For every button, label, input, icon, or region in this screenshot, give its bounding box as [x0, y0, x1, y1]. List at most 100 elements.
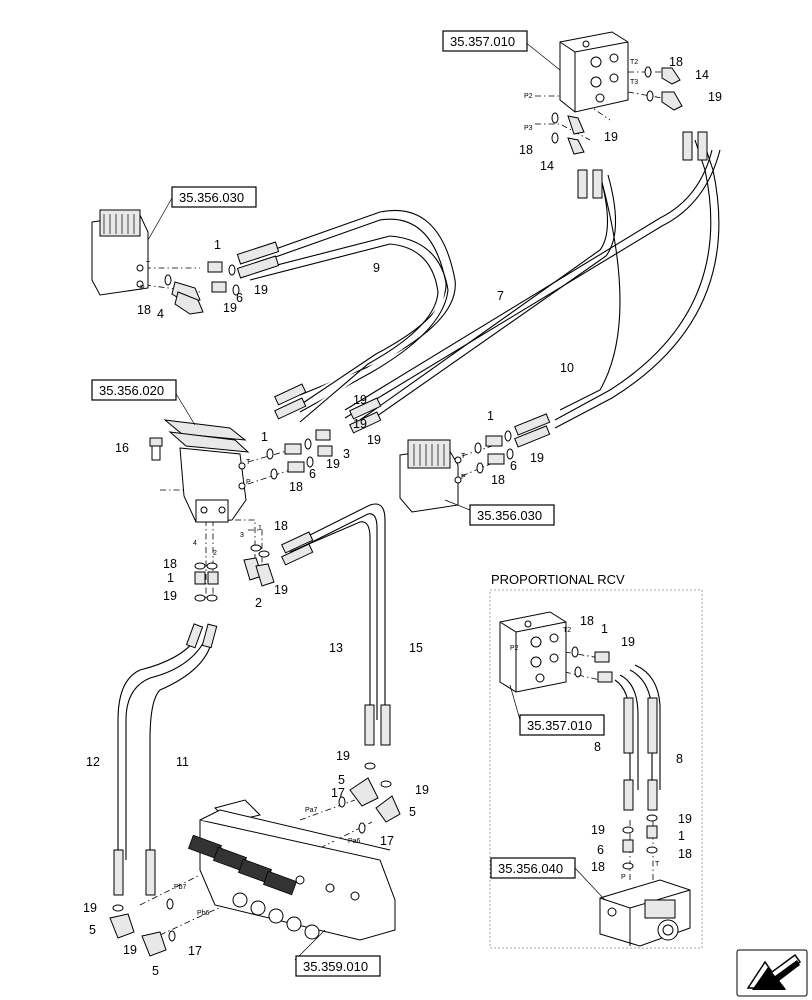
- svg-text:35.359.010: 35.359.010: [303, 959, 368, 974]
- ref-box-35-356-040: 35.356.040: [490, 857, 576, 879]
- callout-17-b: 17: [380, 834, 394, 848]
- callout-1-f: 1: [678, 829, 685, 843]
- svg-text:P3: P3: [524, 125, 533, 132]
- svg-text:P2: P2: [524, 93, 533, 100]
- callout-12: 12: [86, 755, 100, 769]
- callout-2: 2: [255, 596, 262, 610]
- callout-19-a: 19: [708, 90, 722, 104]
- callout-1-d: 1: [167, 571, 174, 585]
- valve-block-top: [559, 31, 629, 113]
- callout-4: 4: [157, 307, 164, 321]
- svg-text:T2: T2: [630, 59, 638, 66]
- callout-19-l: 19: [336, 749, 350, 763]
- rcv-joystick-upper: [91, 209, 149, 296]
- callout-5-b: 5: [409, 805, 416, 819]
- svg-text:T: T: [146, 261, 151, 268]
- callout-6-d: 6: [597, 843, 604, 857]
- svg-text:3: 3: [240, 532, 244, 539]
- callout-18-b: 18: [519, 143, 533, 157]
- navigation-arrow-icon[interactable]: [736, 949, 808, 997]
- svg-text:35.356.020: 35.356.020: [99, 383, 164, 398]
- callout-19-p: 19: [621, 635, 635, 649]
- callout-6-c: 6: [309, 467, 316, 481]
- callout-19-f: 19: [353, 417, 367, 431]
- svg-text:T2: T2: [563, 627, 571, 634]
- svg-text:P: P: [621, 874, 626, 881]
- callout-13: 13: [329, 641, 343, 655]
- svg-text:P: P: [461, 474, 466, 481]
- svg-text:35.356.030: 35.356.030: [477, 508, 542, 523]
- callout-6-b: 6: [510, 459, 517, 473]
- ref-box-35-359-010: 35.359.010: [295, 955, 381, 977]
- callout-19-e: 19: [353, 393, 367, 407]
- callout-3: 3: [343, 447, 350, 461]
- callout-1-c: 1: [261, 430, 268, 444]
- callout-19-n: 19: [83, 901, 97, 915]
- pilot-pedal-valve: [163, 419, 250, 523]
- svg-text:Pa6: Pa6: [348, 838, 361, 845]
- callout-14-b: 14: [540, 159, 554, 173]
- callout-11: 11: [176, 755, 189, 769]
- inset-valve-block: [499, 611, 567, 693]
- main-control-valve: [187, 799, 396, 941]
- callout-19-g: 19: [367, 433, 381, 447]
- svg-text:35.356.040: 35.356.040: [498, 861, 563, 876]
- svg-text:Pb7: Pb7: [174, 884, 187, 891]
- callout-9: 9: [373, 261, 380, 275]
- svg-text:35.357.010: 35.357.010: [527, 718, 592, 733]
- svg-text:T: T: [655, 861, 660, 868]
- svg-text:2: 2: [213, 550, 217, 557]
- callout-8-a: 8: [594, 740, 601, 754]
- hoses: [117, 139, 721, 870]
- inset-solenoid-valve: [599, 879, 691, 947]
- callout-19-d: 19: [223, 301, 237, 315]
- callout-19-q: 19: [678, 812, 692, 826]
- inset-frame: [489, 589, 703, 949]
- reference-leaders: [147, 41, 606, 961]
- hose-ferrules: [113, 131, 708, 896]
- callout-8-b: 8: [676, 752, 683, 766]
- callout-17-c: 17: [188, 944, 202, 958]
- callout-7: 7: [497, 289, 504, 303]
- ref-box-35-356-030-top: 35.356.030: [171, 186, 257, 208]
- svg-text:1: 1: [258, 525, 262, 532]
- svg-text:P: P: [140, 285, 145, 292]
- svg-text:4: 4: [193, 540, 197, 547]
- ref-box-35-357-010-inset: 35.357.010: [519, 714, 605, 736]
- callout-18-e: 18: [289, 480, 303, 494]
- fittings: [109, 66, 683, 957]
- callout-18-g: 18: [163, 557, 177, 571]
- callout-14-a: 14: [695, 68, 709, 82]
- callout-18-h: 18: [580, 614, 594, 628]
- svg-text:Pb6: Pb6: [197, 910, 210, 917]
- callout-1-e: 1: [601, 622, 608, 636]
- ref-box-35-356-020: 35.356.020: [91, 379, 177, 401]
- port-labels: T2 T3 P2 P3 T P T P T P 4 2 3 1 Pa7 Pa6 …: [140, 59, 660, 917]
- callout-15: 15: [409, 641, 423, 655]
- svg-text:P: P: [246, 479, 251, 486]
- callout-18-d: 18: [491, 473, 505, 487]
- svg-text:T: T: [461, 453, 466, 460]
- callout-18-a: 18: [669, 55, 683, 69]
- callout-10: 10: [560, 361, 574, 375]
- callout-19-k: 19: [163, 589, 177, 603]
- callout-19-j: 19: [274, 583, 288, 597]
- callout-1-b: 1: [487, 409, 494, 423]
- inset-title: PROPORTIONAL RCV: [491, 572, 625, 587]
- callout-19-o: 19: [123, 943, 137, 957]
- callout-5-c: 5: [89, 923, 96, 937]
- ref-box-35-357-010-top: 35.357.010: [442, 30, 528, 52]
- callout-19-h: 19: [326, 457, 340, 471]
- svg-text:35.357.010: 35.357.010: [450, 34, 515, 49]
- callout-18-i: 18: [591, 860, 605, 874]
- rcv-joystick-middle: [399, 439, 462, 513]
- callout-18-f: 18: [274, 519, 288, 533]
- callout-17-a: 17: [331, 786, 345, 800]
- callout-19-c: 19: [254, 283, 268, 297]
- callout-5-d: 5: [152, 964, 159, 978]
- callout-19-i: 19: [530, 451, 544, 465]
- callout-18-j: 18: [678, 847, 692, 861]
- callout-19-r: 19: [591, 823, 605, 837]
- callout-1-a: 1: [214, 238, 221, 252]
